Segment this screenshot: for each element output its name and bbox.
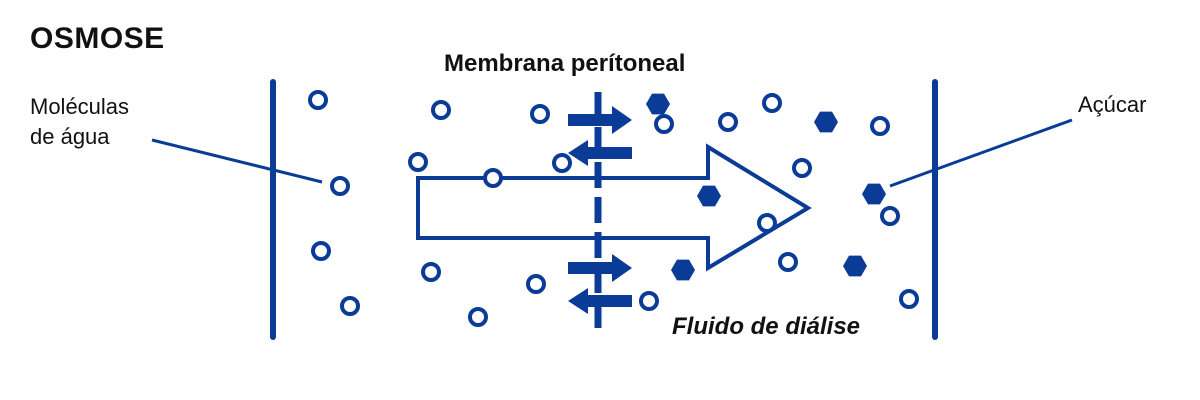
sugar-molecule-icon — [646, 93, 670, 115]
water-molecules-label-line1: Moléculas — [30, 94, 130, 119]
water-molecule-icon — [340, 296, 360, 316]
water-molecule-icon — [654, 114, 674, 134]
water-molecule-icon — [311, 241, 331, 261]
water-molecule-icon — [792, 158, 812, 178]
water-molecule-icon — [757, 213, 777, 233]
water-molecule-icon — [408, 152, 428, 172]
water-molecule-icon — [552, 153, 572, 173]
exchange-arrow-left-bottom-icon — [568, 288, 632, 314]
water-molecule-icon — [718, 112, 738, 132]
water-molecule-icon — [330, 176, 350, 196]
water-molecules-label: Moléculas de água — [30, 92, 129, 152]
water-pointer-line — [151, 138, 323, 184]
page-title: OSMOSE — [30, 22, 165, 55]
sugar-molecule-icon — [671, 259, 695, 281]
exchange-arrow-right-bottom-icon — [568, 254, 632, 282]
sugar-molecule-icon — [697, 185, 721, 207]
exchange-arrow-right-top-icon — [568, 106, 632, 134]
water-molecule-icon — [880, 206, 900, 226]
water-molecule-icon — [762, 93, 782, 113]
water-molecule-icon — [639, 291, 659, 311]
water-molecule-icon — [431, 100, 451, 120]
water-molecules-label-line2: de água — [30, 124, 110, 149]
water-molecule-icon — [308, 90, 328, 110]
sugar-molecule-icon — [814, 111, 838, 133]
water-molecule-icon — [870, 116, 890, 136]
exchange-arrow-left-top-icon — [568, 140, 632, 166]
membrane-label: Membrana perítoneal — [444, 50, 686, 77]
sugar-label: Açúcar — [1078, 92, 1147, 117]
dialysis-fluid-label: Fluido de diálise — [672, 313, 861, 340]
water-molecule-icon — [421, 262, 441, 282]
sugar-molecule-icon — [843, 255, 867, 277]
water-molecule-icon — [483, 168, 503, 188]
sugar-pointer-line — [889, 118, 1073, 188]
water-molecule-icon — [778, 252, 798, 272]
sugar-molecule-icon — [862, 183, 886, 205]
flow-arrow-icon — [416, 143, 812, 272]
water-molecule-icon — [899, 289, 919, 309]
water-molecule-icon — [530, 104, 550, 124]
water-molecule-icon — [526, 274, 546, 294]
water-molecule-icon — [468, 307, 488, 327]
